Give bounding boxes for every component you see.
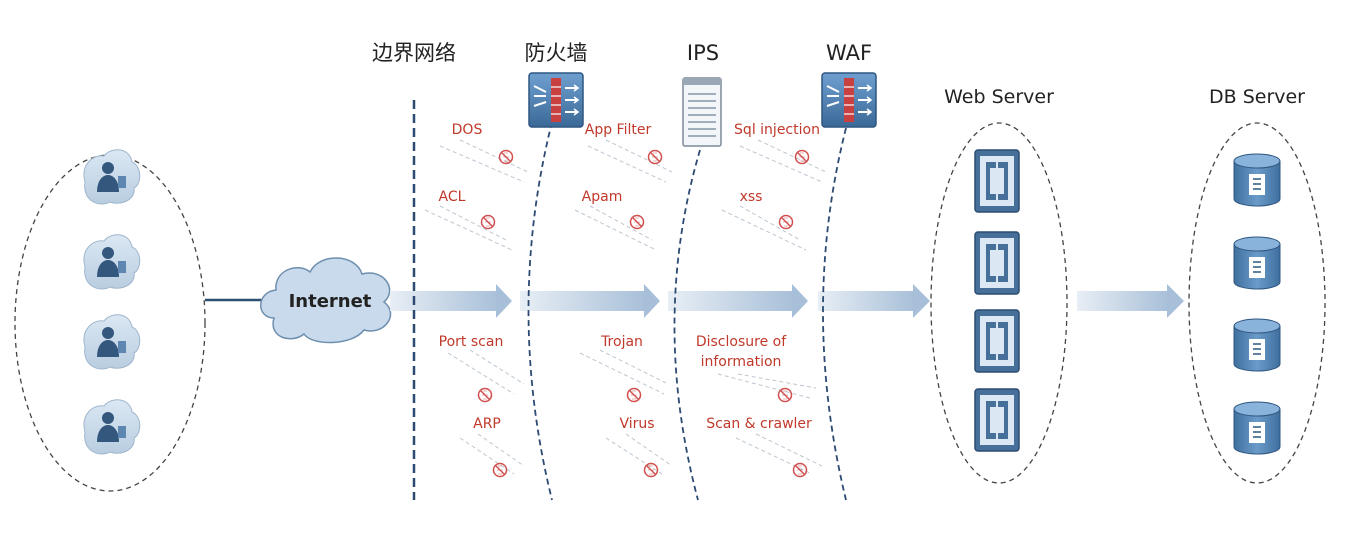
attack-label: Scan & crawler (706, 416, 812, 432)
blocked-icon (647, 149, 663, 165)
firewall-icon (528, 72, 584, 128)
user-icon (83, 399, 141, 455)
header-waf: WAF (826, 41, 872, 65)
blocked-icon (794, 149, 810, 165)
user-icon (83, 314, 141, 370)
header-firewall: 防火墙 (525, 41, 588, 65)
user-icon (83, 234, 141, 290)
attack-label: App Filter (585, 122, 652, 138)
firewall-icon (821, 72, 877, 128)
web-server-icon (974, 309, 1020, 373)
web-server-icon (974, 231, 1020, 295)
web-server-title: Web Server (944, 86, 1054, 108)
database-icon (1233, 318, 1281, 372)
header-border-network: 边界网络 (372, 41, 456, 65)
blocked-icon (792, 462, 808, 478)
db-server-group-boundary (1188, 122, 1326, 484)
db-server-title: DB Server (1209, 86, 1305, 108)
ips-defense-line (673, 149, 701, 501)
web-server-icon (974, 388, 1020, 452)
firewall-defense-line (527, 121, 553, 501)
database-icon (1233, 236, 1281, 290)
web-server-group-boundary (930, 122, 1068, 484)
traffic-flow-arrows (390, 284, 1184, 318)
blocked-icon (778, 214, 794, 230)
header-ips: IPS (687, 41, 719, 65)
attack-label: Virus (619, 416, 654, 432)
attack-label: Disclosure of (696, 334, 787, 350)
attack-trajectories (424, 139, 827, 475)
blocked-icon (477, 387, 493, 403)
cloud-icon (260, 257, 392, 344)
attack-label: DOS (452, 122, 483, 138)
web-server-icon (974, 149, 1020, 213)
blocked-icon (777, 387, 793, 403)
waf-defense-line (822, 127, 847, 501)
attack-label: Trojan (600, 334, 643, 350)
attack-label: ACL (439, 189, 466, 205)
attack-label: Port scan (439, 334, 504, 350)
attack-label: information (701, 354, 782, 370)
attack-label: Apam (582, 189, 623, 205)
blocked-icon (629, 214, 645, 230)
attack-label: ARP (473, 416, 501, 432)
blocked-icon (480, 214, 496, 230)
attack-label: xss (740, 189, 763, 205)
blocked-icon (492, 462, 508, 478)
attack-label: Sql injection (734, 122, 820, 138)
user-icon (83, 149, 141, 205)
database-icon (1233, 153, 1281, 207)
server-tower-icon (682, 77, 722, 147)
internet-label: Internet (289, 291, 372, 312)
blocked-icon (626, 387, 642, 403)
database-icon (1233, 401, 1281, 455)
